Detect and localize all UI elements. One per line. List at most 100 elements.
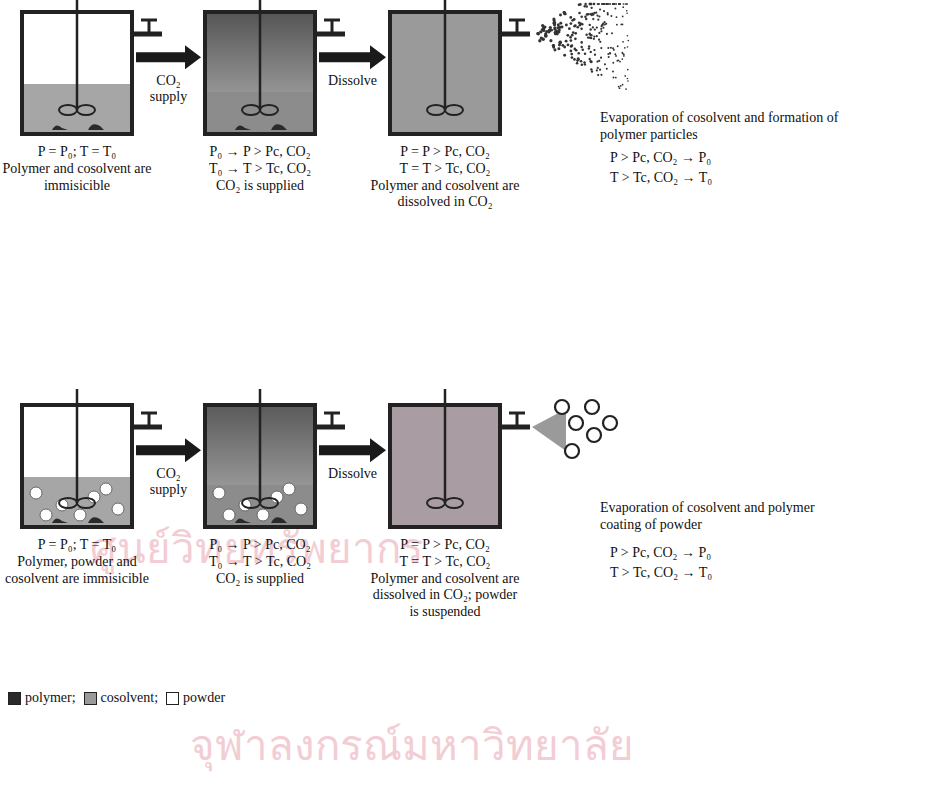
legend-item: powder — [166, 690, 225, 706]
spray-droplet — [623, 55, 625, 57]
arrow-label: CO₂ supply — [141, 466, 197, 498]
vessel-wall — [205, 12, 315, 134]
valve-stem — [148, 20, 151, 34]
coated-particle — [555, 400, 569, 414]
legend-text: polymer; — [25, 690, 76, 706]
powder-particle — [40, 509, 52, 521]
state-condition: P = P > Pc, CO₂ — [370, 144, 520, 161]
spray-droplet — [577, 58, 580, 61]
vessel-caption: P₀ → P > Pc, CO₂T₀ → T > Tc, CO₂CO₂ is s… — [185, 144, 335, 194]
spray-droplet — [590, 7, 592, 9]
spray-droplet — [552, 44, 555, 47]
spray-droplet — [618, 86, 620, 88]
spray-droplet — [536, 32, 539, 35]
spray-droplet — [571, 56, 574, 59]
spray-droplet — [558, 41, 561, 44]
spray-droplet — [581, 63, 584, 66]
valve-stem — [331, 20, 334, 34]
spray-droplet — [559, 14, 562, 17]
spray-droplet — [600, 47, 602, 49]
spray-droplet — [622, 84, 624, 86]
spray-droplet — [569, 39, 572, 42]
polymer-blob — [88, 124, 104, 130]
spray-droplet — [573, 58, 576, 61]
spray-droplet — [580, 41, 583, 44]
spray-droplet — [599, 8, 601, 10]
spray-droplet — [590, 61, 592, 63]
spray-droplet — [557, 47, 560, 50]
spray-droplet — [609, 3, 611, 5]
spray-droplet — [613, 3, 615, 5]
spray-droplet — [593, 38, 595, 40]
spray-droplet — [553, 48, 556, 51]
vessel-drawing — [205, 12, 315, 134]
spray-droplet — [614, 53, 616, 55]
spray-droplet — [597, 19, 599, 21]
spray-droplet — [580, 60, 583, 63]
spray-droplet — [569, 50, 572, 53]
spray-droplet — [583, 61, 585, 63]
spray-droplet — [600, 57, 602, 59]
process-arrow — [136, 45, 201, 69]
spray-droplet — [589, 36, 591, 38]
vessel-caption: P₀ → P > Pc, CO₂T₀ → T > Tc, CO₂CO₂ is s… — [185, 537, 335, 587]
spray-droplet — [612, 47, 614, 49]
watermark: จุฬาลงกรณ์มหาวิทยาลัย — [190, 712, 634, 778]
spray-droplet — [548, 29, 551, 32]
spray-droplet — [604, 63, 606, 65]
powder-particle — [295, 503, 307, 515]
state-description: Polymer, powder and cosolvent are immisi… — [2, 554, 152, 588]
state-description: Polymer and cosolvent are dissolved in C… — [370, 178, 520, 212]
polymer-blob — [52, 518, 68, 523]
spray-droplet — [576, 26, 579, 29]
spray-droplet — [538, 39, 541, 42]
legend: polymer;cosolvent;powder — [8, 690, 233, 706]
spray-droplet — [594, 28, 596, 30]
spray-droplet — [610, 15, 612, 17]
spray-droplet — [624, 47, 626, 49]
spray-droplet — [565, 24, 568, 27]
reactor-vessel: P = P > Pc, CO₂T = T > Tc, CO₂Polymer an… — [390, 12, 500, 134]
polymer-blob — [88, 517, 104, 523]
spray-droplet — [536, 32, 539, 35]
impeller — [260, 105, 278, 115]
spray-droplet — [627, 35, 629, 37]
step-description: Evaporation of cosolvent and formation o… — [600, 110, 840, 144]
spray-droplet — [604, 21, 606, 23]
vessel-caption: P = P₀; T = T₀Polymer and cosolvent are … — [2, 144, 152, 194]
spray-droplet — [603, 3, 605, 5]
spray-droplet — [603, 3, 605, 5]
spray-droplet — [584, 53, 586, 55]
spray-droplet — [609, 52, 611, 54]
spray-droplet — [619, 3, 621, 5]
spray-droplet — [612, 62, 614, 64]
spray-droplet — [596, 15, 598, 17]
spray-droplet — [552, 21, 555, 24]
spray-droplet — [627, 69, 629, 71]
spray-droplet — [615, 77, 617, 79]
state-condition: P₀ → P > Pc, CO₂ — [185, 144, 335, 161]
spray-droplet — [567, 44, 570, 47]
powder-particle — [112, 503, 124, 515]
spray-droplet — [627, 80, 629, 82]
powder-particle — [257, 509, 269, 521]
spray-droplet — [597, 74, 599, 76]
spray-droplet — [607, 53, 609, 55]
spray-droplet — [626, 3, 628, 5]
spray-droplet — [563, 46, 566, 49]
impeller — [77, 105, 95, 115]
legend-swatch — [166, 692, 179, 705]
spray-droplet — [609, 52, 611, 54]
spray-droplet — [598, 60, 600, 62]
spray-droplet — [569, 16, 572, 19]
polymer-blob — [271, 517, 287, 523]
vessel-caption: P = P₀; T = T₀Polymer, powder and cosolv… — [2, 537, 152, 587]
spray-droplet — [616, 16, 618, 18]
spray-droplet — [563, 11, 566, 14]
vessel-drawing — [22, 405, 132, 527]
spray-droplet — [549, 39, 552, 42]
spray-droplet — [570, 45, 573, 48]
spray-droplet — [571, 44, 574, 47]
spray-droplet — [606, 68, 608, 70]
